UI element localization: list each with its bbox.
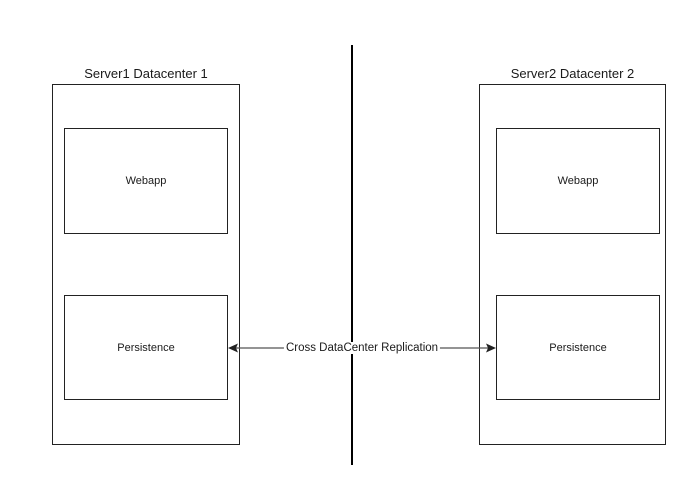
server1-webapp-box[interactable]: Webapp <box>64 128 228 234</box>
server2-persistence-box[interactable]: Persistence <box>496 295 660 400</box>
server1-persistence-box[interactable]: Persistence <box>64 295 228 400</box>
replication-label: Cross DataCenter Replication <box>283 342 441 354</box>
arrowhead-left-icon <box>228 343 238 353</box>
server1-webapp-label: Webapp <box>125 175 167 187</box>
server1-title: Server1 Datacenter 1 <box>84 66 208 81</box>
datacenter-divider <box>351 45 353 465</box>
arrowhead-right-icon <box>486 343 496 353</box>
server2-webapp-box[interactable]: Webapp <box>496 128 660 234</box>
server1-persistence-label: Persistence <box>117 341 175 354</box>
server2-title: Server2 Datacenter 2 <box>510 66 635 81</box>
server2-webapp-label: Webapp <box>557 175 599 187</box>
server2-persistence-label: Persistence <box>549 341 607 354</box>
